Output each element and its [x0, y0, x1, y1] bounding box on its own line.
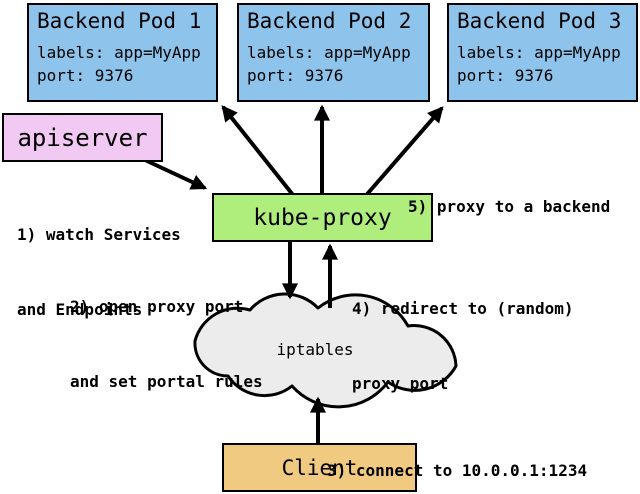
- apiserver-node: apiserver: [2, 113, 163, 162]
- iptables-cloud: [193, 292, 458, 409]
- step-1-watch-services: 1) watch Services and Endpoints: [17, 172, 181, 372]
- step-line: 3) connect to 10.0.0.1:1234: [327, 461, 588, 480]
- pod-title: Backend Pod 3: [457, 9, 622, 33]
- pod-title: Backend Pod 1: [37, 9, 202, 33]
- step-2-open-proxy-port: 2) open proxy port and set portal rules: [70, 244, 263, 444]
- step-4-redirect: 4) redirect to (random) proxy port: [352, 246, 574, 446]
- client-node: Client: [222, 443, 417, 492]
- step-line: proxy port: [352, 374, 449, 393]
- pod-port: port: 9376: [457, 66, 554, 85]
- pod-labels: labels: app=MyApp: [247, 43, 411, 62]
- step-3-connect: 3) connect to 10.0.0.1:1234: [327, 408, 587, 494]
- step-line: 4) redirect to (random): [352, 299, 574, 318]
- step-line: and Endpoints: [17, 300, 143, 319]
- apiserver-label: apiserver: [17, 123, 148, 152]
- iptables-label: iptables: [276, 340, 354, 359]
- step-line: and set portal rules: [70, 372, 263, 391]
- pod-port: port: 9376: [247, 66, 344, 85]
- pod-labels: labels: app=MyApp: [37, 43, 201, 62]
- step-line: 2) open proxy port: [70, 297, 244, 316]
- arrow-kube-proxy-to-pod3: [360, 106, 444, 202]
- step-line: 5) proxy to a backend: [408, 197, 611, 216]
- step-line: 1) watch Services: [17, 225, 181, 244]
- kube-proxy-node: kube-proxy: [212, 193, 433, 242]
- step-5-proxy-to-backend: 5) proxy to a backend: [408, 144, 610, 269]
- pod-port: port: 9376: [37, 66, 134, 85]
- arrow-kube-proxy-to-pod1: [221, 105, 299, 202]
- client-label: Client: [281, 455, 358, 480]
- pod-labels: labels: app=MyApp: [457, 43, 621, 62]
- backend-pod-2-node: Backend Pod 2 labels: app=MyApp port: 93…: [237, 3, 430, 102]
- backend-pod-3-node: Backend Pod 3 labels: app=MyApp port: 93…: [447, 3, 638, 102]
- backend-pod-1-node: Backend Pod 1 labels: app=MyApp port: 93…: [27, 3, 218, 102]
- arrow-apiserver-to-kube-proxy: [144, 158, 208, 190]
- pod-title: Backend Pod 2: [247, 9, 412, 33]
- kube-proxy-label: kube-proxy: [253, 204, 392, 231]
